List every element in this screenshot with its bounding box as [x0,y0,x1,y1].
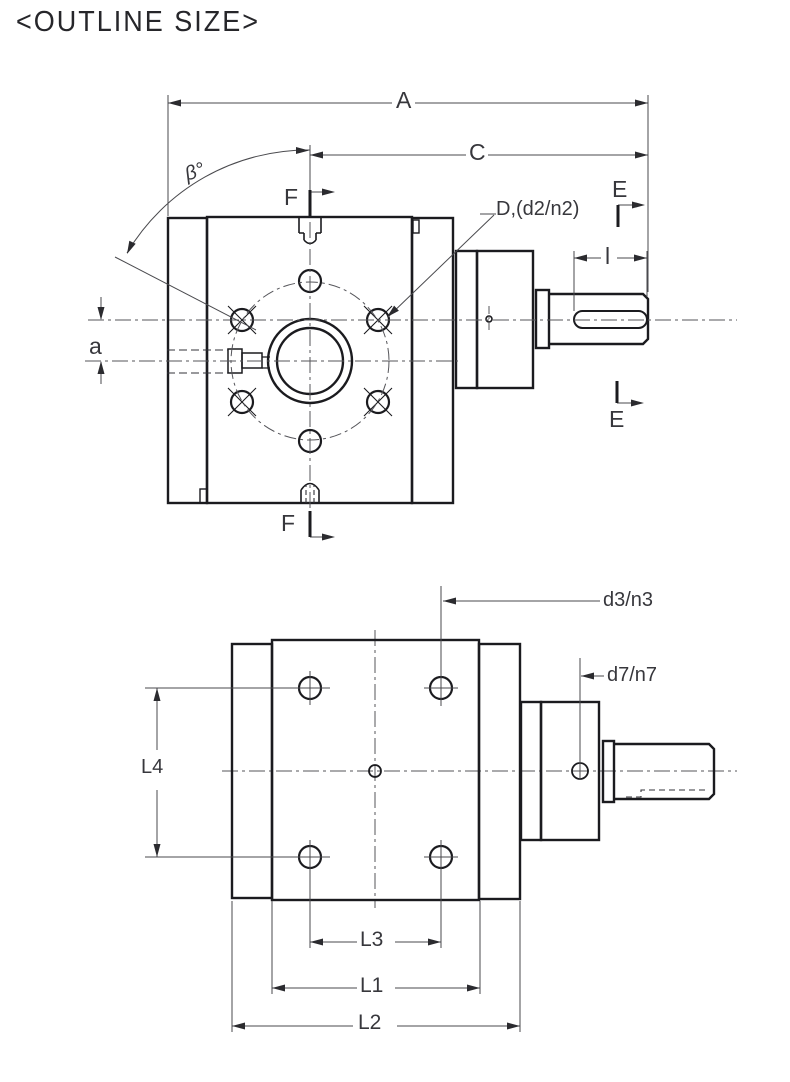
bottom-port-hidden [305,485,315,503]
side-port-step [262,356,270,369]
front-view [166,215,650,505]
bottom-bearing-block [539,700,601,842]
leader-label-D-d2-n2: D,(d2/n2) [496,198,580,220]
dim-label-l: l [605,243,611,269]
drive-shaft [549,292,650,346]
section-label-E-top: E [612,176,628,202]
bottom-drive-shaft [614,742,716,801]
section-label-F-top: F [284,184,299,210]
dim-label-a: a [89,333,102,359]
beta-angle-arc [126,149,311,254]
drawing-title: <OUTLINE SIZE> [16,6,261,38]
arrowheads [97,99,648,1030]
dimension-linework [100,95,649,1032]
leader-line-D [387,214,495,318]
top-port [298,218,322,245]
dim-label-L3: L3 [360,928,384,951]
bolt-circle [230,281,390,441]
bottom-shaft-collar [601,739,616,804]
bolt-hole-lower-right [365,389,391,415]
dowel-notch-top [412,219,420,234]
dim-label-L2: L2 [358,1011,382,1034]
shaft-collar [534,288,551,350]
bolt-hole-lower-left [229,389,255,415]
section-label-F-bottom: F [281,510,296,536]
beta-leader-line [114,256,257,331]
dim-label-L1: L1 [360,974,384,997]
bottom-center-hole [368,764,382,778]
leader-label-d7-n7: d7/n7 [607,664,658,686]
dowel-notch-bottom [199,488,208,504]
bottom-view [230,638,716,902]
section-label-E-bottom: E [609,406,625,432]
lower-keyway-hidden [626,789,707,798]
dim-label-L4: L4 [141,756,164,778]
dim-label-C: C [469,139,486,165]
leader-label-d3-n3: d3/n3 [603,589,654,611]
dim-label-A: A [396,87,412,113]
bottom-port [300,482,320,503]
hidden-lines [167,349,707,798]
section-line-ticks [308,190,620,537]
